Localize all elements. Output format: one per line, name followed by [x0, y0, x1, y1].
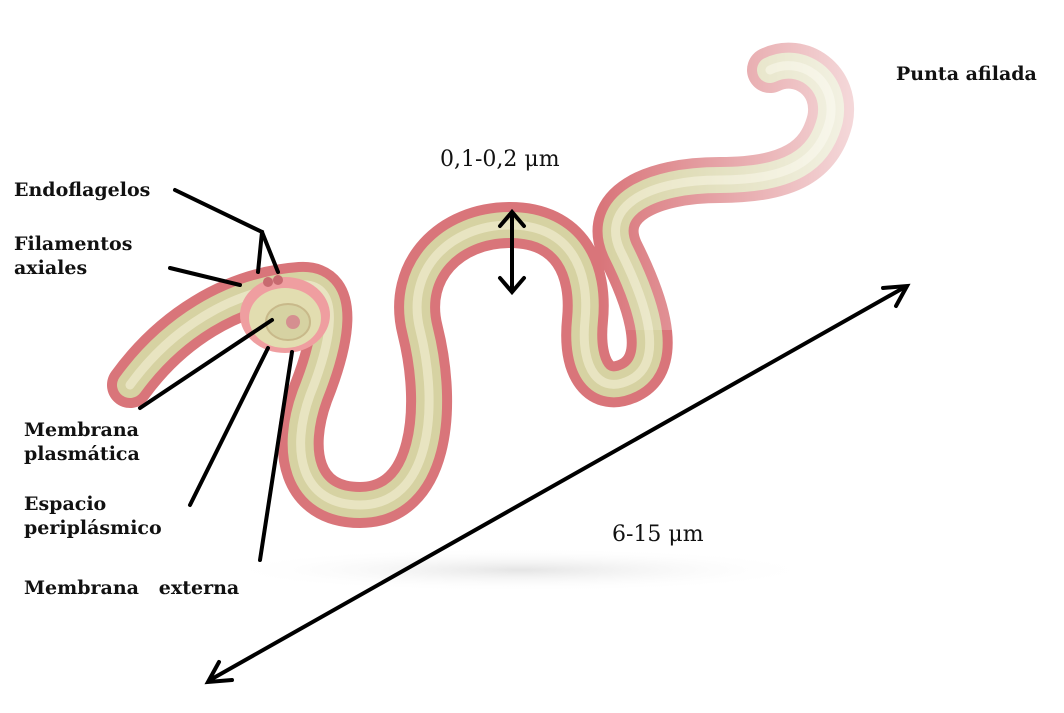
- measurement-width: 0,1-0,2 μm: [440, 147, 560, 172]
- measurement-length: 6-15 μm: [612, 522, 704, 547]
- label-filamentos-axiales: Filamentos axiales: [14, 232, 132, 280]
- label-punta-afilada: Punta afilada: [896, 62, 1037, 86]
- label-membrana-externa: Membrana externa: [24, 576, 239, 600]
- tail-fade: [600, 30, 900, 330]
- label-endoflagelos: Endoflagelos: [14, 178, 150, 202]
- label-membrana-plasmatica: Membrana plasmática: [24, 418, 140, 466]
- callout-endoflagelos: [175, 190, 262, 272]
- spirochete-body: [130, 30, 900, 505]
- callout-espacio: [190, 348, 268, 505]
- label-espacio-periplasmico: Espacio periplásmico: [24, 492, 162, 540]
- callout-filamentos: [170, 268, 240, 285]
- ground-shadow: [220, 548, 820, 592]
- width-arrow: [500, 212, 524, 292]
